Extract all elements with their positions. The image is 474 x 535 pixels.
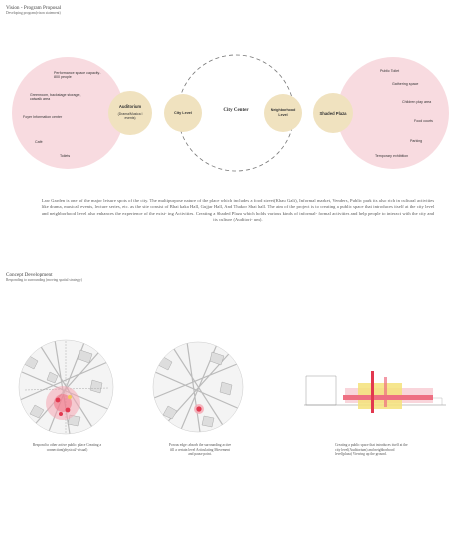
section-sketch: [304, 371, 446, 413]
left-item: Foyer Information center: [23, 115, 63, 119]
page-subtitle: Developing program(vison statement): [6, 11, 61, 15]
right-item: Gathering space: [392, 82, 419, 86]
concept-caption-3: Creating a public space that introduces …: [335, 443, 408, 457]
description-paragraph: Law Garden is one of the major leisure s…: [41, 198, 435, 223]
left-item: Greenroom, backstage storage, catwalk ar…: [30, 93, 81, 102]
city-level-circle: [164, 94, 202, 132]
city-level-label: City Level: [174, 111, 192, 115]
concept-caption-2: Porous edge: absorb the surrounding acti…: [168, 443, 232, 457]
neighborhood-level-circle: [264, 94, 302, 132]
right-program-circle: [337, 57, 449, 169]
auditorium-circle: [108, 91, 152, 135]
left-item: Performance space capacity- 800 people: [54, 71, 101, 80]
site-map-sketch-1: [19, 340, 113, 434]
neighborhood-level-label: Neighborhood Level: [270, 108, 296, 117]
right-item: Temporary exhibition: [375, 154, 409, 158]
auditorium-sublabel: (Drama/Musica l events): [117, 112, 143, 121]
right-item: Food courts: [414, 119, 433, 123]
left-program-circle: [12, 57, 124, 169]
right-item: Public Toilet: [380, 69, 400, 73]
right-item: Parking: [410, 139, 423, 143]
shaded-plaza-label: Shaded Plaza: [319, 111, 347, 116]
left-item: Café: [35, 140, 43, 144]
right-item: Children play area: [402, 100, 432, 104]
page-title: Vision - Program Proposal: [6, 5, 62, 11]
city-center-label: City Center: [223, 108, 249, 113]
auditorium-label: Auditorium: [118, 104, 142, 109]
concept-subtitle: Responding to surrounding (moving spatia…: [6, 278, 82, 282]
concept-caption-1: Respond to other active public place Cre…: [32, 443, 102, 452]
shaded-plaza-circle: [313, 93, 353, 133]
concept-title: Concept Development: [6, 272, 53, 278]
site-map-sketch-2: [153, 342, 243, 432]
left-item: Toilets: [60, 154, 71, 158]
